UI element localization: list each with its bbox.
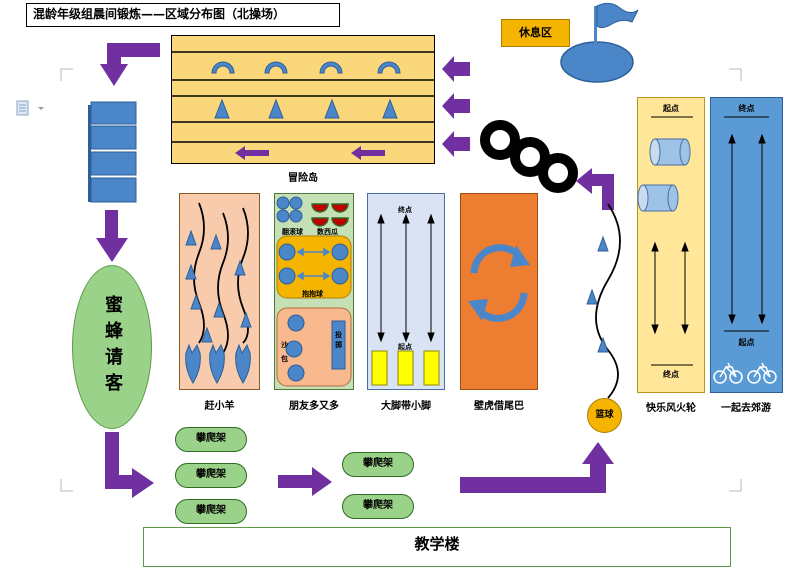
blocks-icon — [88, 101, 137, 203]
climbing-frame-pill: 攀爬架 — [342, 494, 414, 519]
wind-fire-wheel-graphics — [637, 116, 693, 366]
end-marker: 终点 — [663, 370, 679, 379]
chase-sheep-label: 赶小羊 — [204, 401, 235, 412]
arrows-left-icon — [442, 56, 470, 157]
big-small-feet-label: 大脚带小脚 — [381, 401, 431, 412]
bee-guest-label: 蜜蜂请客 — [102, 295, 123, 399]
long-arrow-icon — [460, 442, 614, 493]
big-small-feet-graphics — [371, 213, 440, 386]
curved-arrow-icon — [100, 43, 160, 86]
end-marker: 终点 — [738, 104, 755, 113]
wavy-path-graphics — [586, 203, 621, 399]
rest-area-box: 休息区 — [501, 19, 570, 47]
suburb-trip-zone — [710, 97, 783, 393]
teaching-building-label: 教学楼 — [414, 535, 460, 553]
sheep-icon — [185, 343, 251, 384]
crop-mark — [60, 479, 73, 492]
flag-icon — [560, 2, 639, 83]
friends-graphics — [276, 196, 352, 387]
friends-label: 朋友多又多 — [289, 401, 339, 412]
climbing-frame-pill: 攀爬架 — [175, 499, 247, 524]
bicycle-icon — [713, 362, 777, 384]
adventure-island-label: 冒险岛 — [288, 173, 318, 184]
wind-fire-wheel-label: 快乐风火轮 — [646, 403, 696, 414]
gecko-tail-zone — [460, 193, 538, 390]
suburb-trip-graphics — [713, 116, 777, 384]
adventure-island-graphics — [171, 51, 435, 160]
smile-balls-label: 抱抱球 — [302, 290, 323, 298]
cylinder-icon — [637, 138, 691, 212]
climbing-frame-pill: 攀爬架 — [175, 463, 247, 488]
start-marker: 起点 — [663, 104, 679, 113]
bee-guest-oval — [72, 265, 152, 429]
cone-icon — [214, 98, 398, 119]
arrow-down-icon — [96, 210, 128, 262]
curved-up-arrow-icon — [576, 168, 614, 210]
crop-mark — [729, 68, 742, 81]
throw-label: 投掷 — [335, 331, 342, 349]
climbing-frame-pill: 攀爬架 — [175, 427, 247, 452]
climbing-frame-pill: 攀爬架 — [342, 452, 414, 477]
gecko-tail-label: 壁虎借尾巴 — [474, 401, 524, 412]
smile-ball-icon — [278, 243, 349, 382]
start-marker: 起点 — [398, 343, 412, 351]
arch-icon — [211, 61, 401, 74]
tires-icon — [480, 120, 578, 193]
l-arrow-icon — [105, 432, 154, 498]
arrow-right-icon — [278, 467, 332, 496]
start-marker: 起点 — [738, 338, 755, 347]
watermelon-label: 数西瓜 — [317, 228, 338, 236]
end-marker: 终点 — [398, 206, 412, 214]
basketball-circle: 篮球 — [587, 398, 622, 433]
blue-balls-label: 翻滚球 — [282, 228, 303, 236]
chase-sheep-graphics — [185, 202, 252, 384]
refresh-icon — [468, 244, 530, 322]
watermelon-icon — [311, 203, 349, 227]
document-icon — [16, 100, 44, 116]
crop-mark — [729, 479, 742, 492]
diagram-title: 混龄年级组晨间锻炼——区域分布图（北操场） — [26, 3, 340, 27]
crop-mark — [60, 68, 73, 81]
sandbag-label: 沙包 — [281, 341, 288, 363]
suburb-trip-label: 一起去郊游 — [721, 403, 771, 414]
